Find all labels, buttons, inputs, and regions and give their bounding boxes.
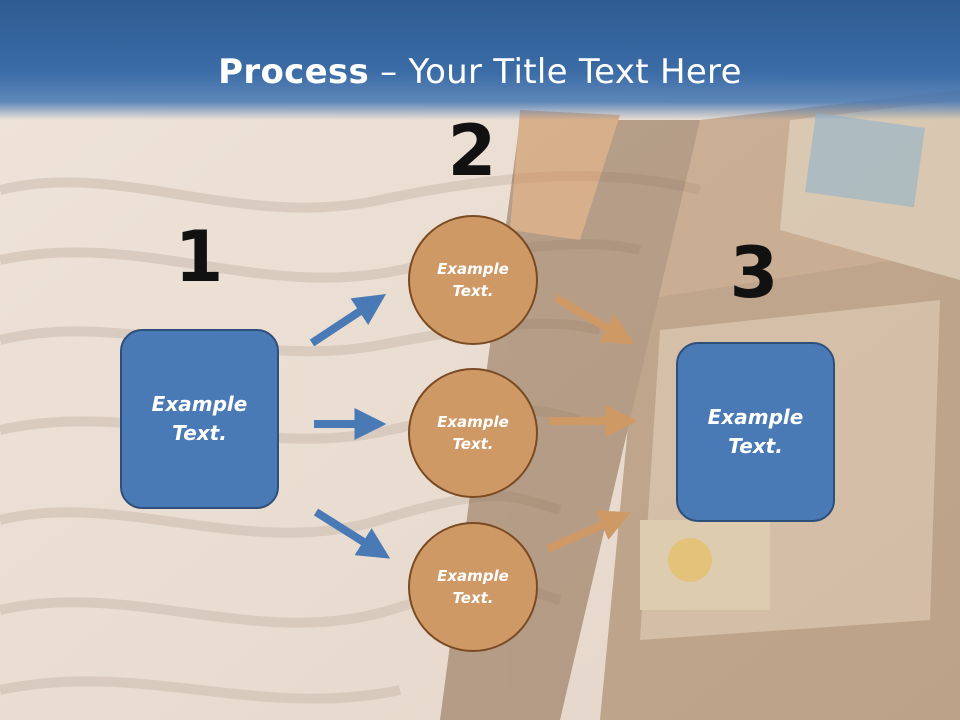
left-step-box: Example Text.	[120, 329, 279, 509]
circle-top: Example Text.	[408, 215, 538, 345]
circle-middle: Example Text.	[408, 368, 538, 498]
arrow-1-to-top	[309, 294, 387, 347]
arrow-bottom-to-3	[546, 510, 632, 553]
slide-title: Process – Your Title Text Here	[0, 52, 960, 92]
title-rest: – Your Title Text Here	[369, 52, 742, 92]
arrow-top-to-3	[553, 294, 635, 345]
step-number-1: 1	[174, 216, 224, 298]
right-step-box: Example Text.	[676, 342, 835, 522]
step-number-2: 2	[447, 110, 497, 192]
circle-bottom: Example Text.	[408, 522, 538, 652]
title-banner	[0, 0, 960, 120]
step-number-3: 3	[729, 232, 779, 314]
title-bold: Process	[218, 52, 370, 92]
arrow-1-to-bottom	[313, 508, 391, 559]
